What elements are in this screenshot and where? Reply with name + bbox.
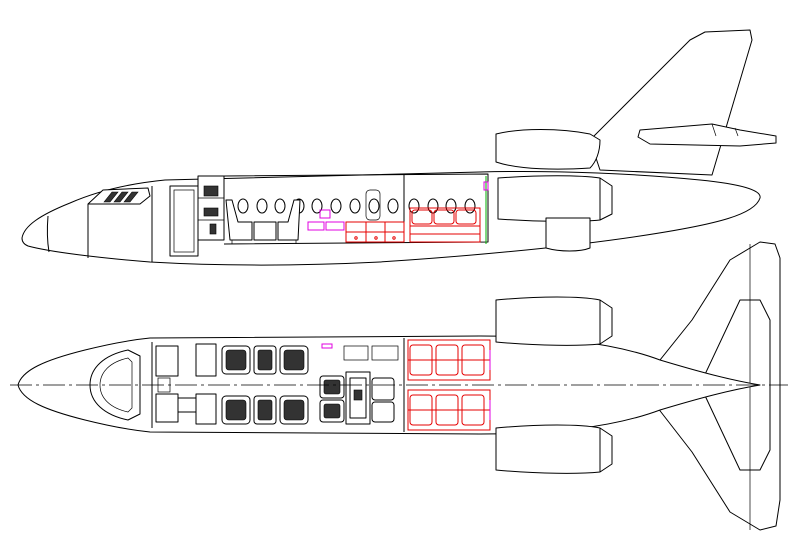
seat [319, 375, 345, 399]
seat [319, 399, 345, 423]
seat [253, 395, 277, 425]
side-view [21, 29, 777, 266]
seat [279, 345, 309, 375]
top-view [10, 241, 788, 531]
cockpit-windows [87, 187, 151, 205]
top-engine-upper [495, 296, 613, 346]
side-engine-pylon [545, 217, 591, 252]
side-horizontal-stabilizer [637, 123, 777, 147]
top-center-table [343, 345, 399, 425]
side-aft-bulkhead [483, 176, 489, 244]
side-fuselage [21, 170, 761, 266]
side-tail-cone [495, 129, 601, 170]
seat [221, 345, 251, 375]
side-cabin-outline [223, 173, 489, 245]
side-engine-nacelle [497, 175, 613, 222]
side-entry-door [169, 185, 199, 257]
top-forward-seats [221, 345, 345, 425]
side-forward-seats [225, 199, 301, 244]
seat [253, 345, 277, 375]
side-aft-divan [409, 207, 481, 243]
seat [221, 395, 251, 425]
seat [279, 395, 309, 425]
side-credenza [345, 221, 405, 243]
top-forward-galley [155, 345, 179, 377]
side-galley-equipment [307, 209, 345, 231]
side-vertical-stabilizer [589, 29, 753, 176]
top-engine-lower [495, 424, 613, 474]
